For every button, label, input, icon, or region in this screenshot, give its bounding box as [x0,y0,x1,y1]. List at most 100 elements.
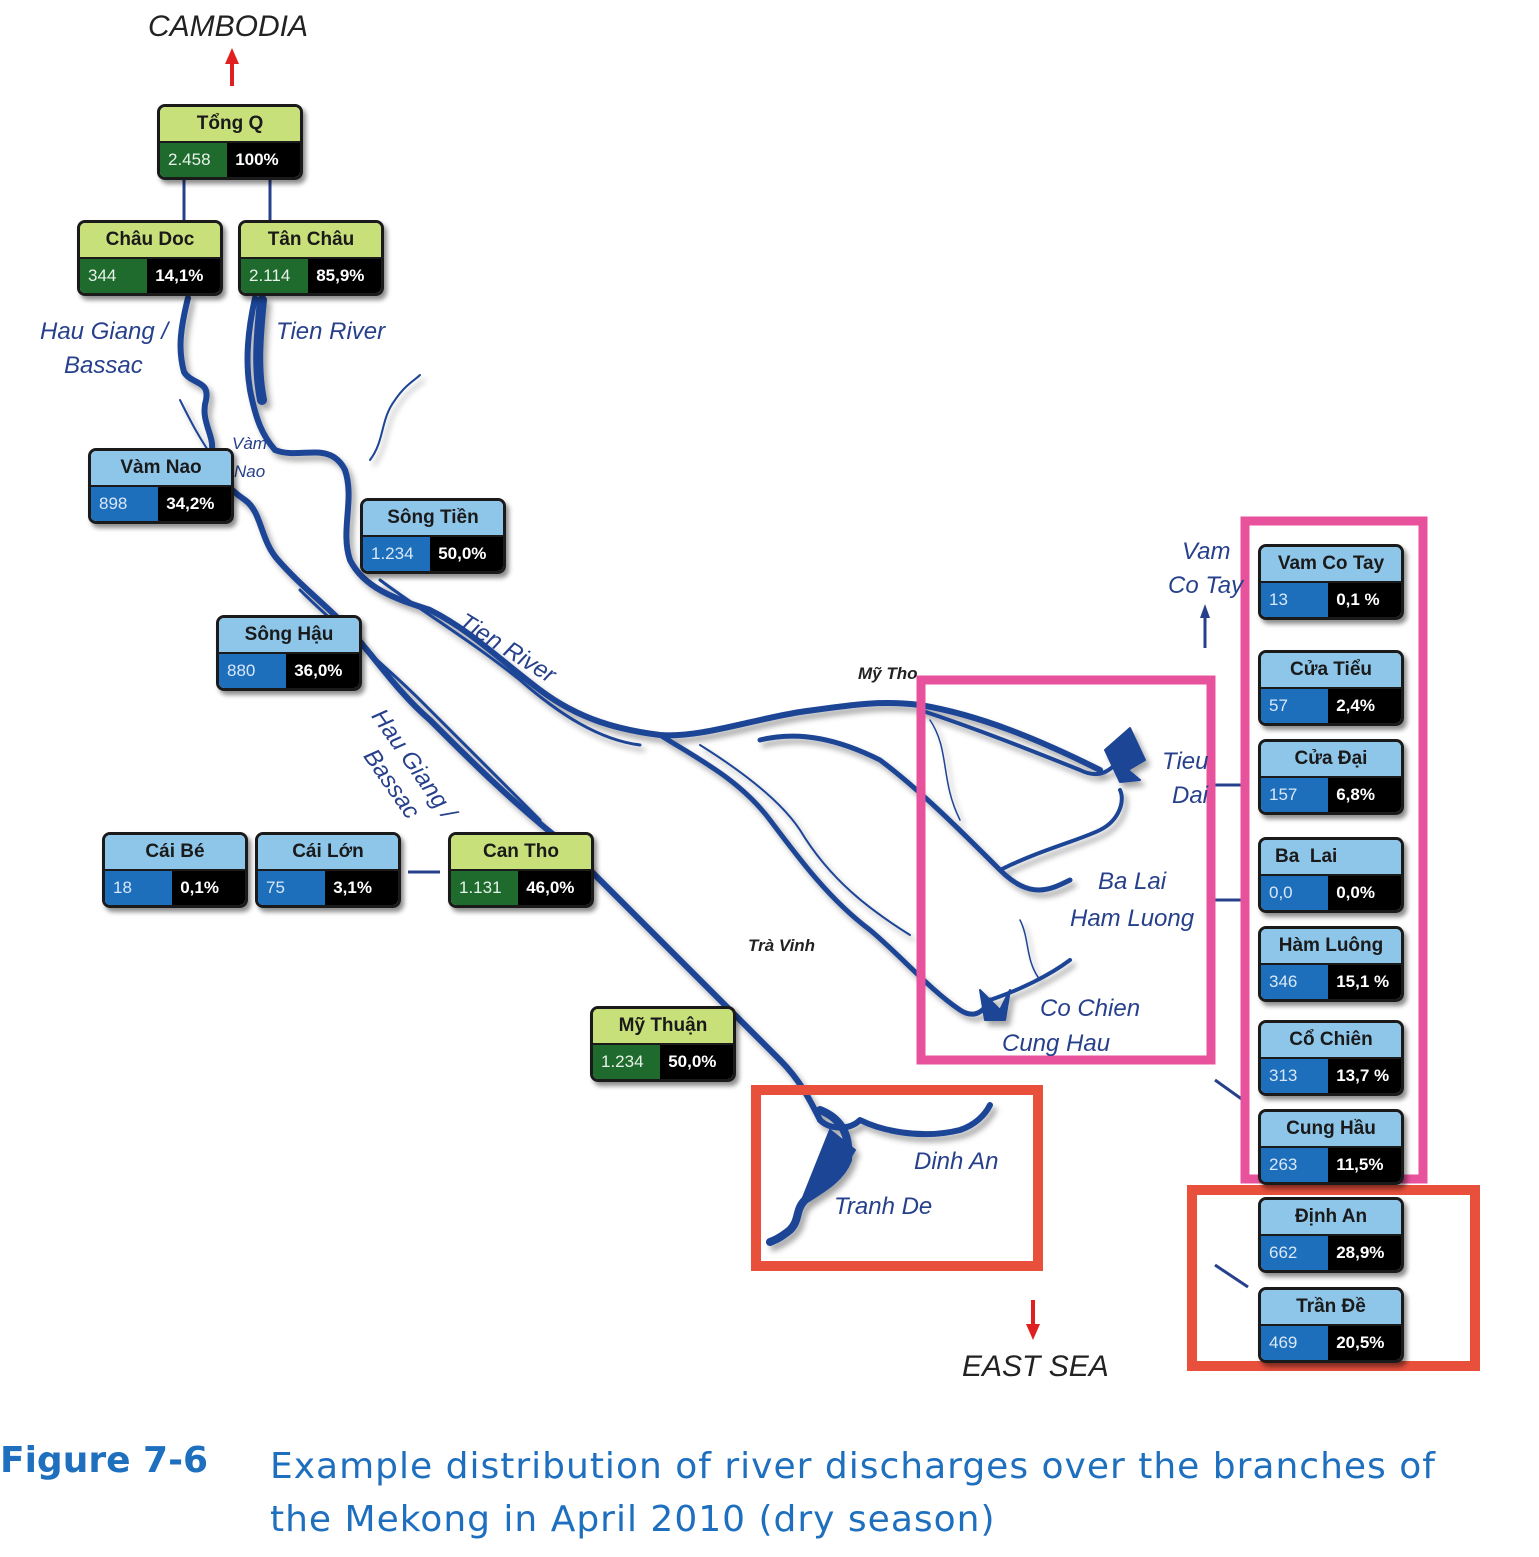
station-discharge: 157 [1261,778,1329,812]
station-name: Trần Đề [1261,1290,1401,1326]
map-label-bassac: Bassac [64,352,143,379]
station-discharge: 1.234 [593,1045,661,1079]
river-network [177,295,1146,1246]
station-percent: 3,1% [325,871,398,905]
station-discharge: 880 [219,654,287,688]
station-discharge: 75 [258,871,326,905]
station-discharge: 313 [1261,1059,1329,1093]
connector-lines [182,180,1249,1289]
station-percent: 0,0% [1328,876,1401,910]
station-discharge: 469 [1261,1326,1329,1360]
station-name: Cổ Chiên [1261,1023,1401,1059]
station-name: Cung Hầu [1261,1112,1401,1148]
station-name: Sông Tiền [363,501,503,537]
figure-caption-text: Example distribution of river discharges… [270,1446,1436,1540]
station-name: Can Tho [451,835,591,871]
station-name: Cửa Đại [1261,742,1401,778]
highlight-box-hau-stations [1187,1185,1480,1371]
station-percent: 14,1% [147,259,220,293]
station-name: Hàm Luông [1261,929,1401,965]
station-percent: 0,1% [172,871,245,905]
station-percent: 34,2% [158,487,231,521]
map-label-co-tay: Co Tay [1168,572,1244,599]
station-name: Châu Doc [80,223,220,259]
highlight-box-tien-mouths [916,675,1216,1065]
station-name: Mỹ Thuận [593,1009,733,1045]
station-name: Vàm Nao [91,451,231,487]
station-discharge: 1.234 [363,537,431,571]
map-label-ba-lai: Ba Lai [1098,868,1167,895]
station-percent: 11,5% [1328,1148,1401,1182]
station-percent: 46,0% [518,871,591,905]
south-arrow-icon [1026,1300,1040,1340]
station-discharge: 344 [80,259,148,293]
map-label-vam: Vàm [232,434,267,453]
map-label-nao: Nao [234,462,266,481]
station-discharge: 2.114 [241,259,309,293]
map-label-ham-luong: Ham Luong [1070,905,1195,932]
map-label-tra-vinh: Trà Vinh [748,936,816,955]
station-percent: 36,0% [286,654,359,688]
station-percent: 0,1 % [1328,583,1401,617]
station-discharge: 0,0 [1261,876,1329,910]
station-name: Định An [1261,1200,1401,1236]
station-percent: 50,0% [660,1045,733,1079]
east-sea-label: EAST SEA [962,1350,1109,1383]
station-percent: 2,4% [1328,689,1401,723]
station-name: Tổng Q [160,107,300,143]
station-percent: 100% [227,143,300,177]
station-discharge: 1.131 [451,871,519,905]
station-discharge: 57 [1261,689,1329,723]
station-name: Tân Châu [241,223,381,259]
map-label-co-chien: Co Chien [1040,995,1141,1022]
station-name: Cái Bé [105,835,245,871]
station-discharge: 2.458 [160,143,228,177]
station-name: Cái Lớn [258,835,398,871]
station-name: Vam Co Tay [1261,547,1401,583]
cambodia-label: CAMBODIA [148,10,309,43]
map-label-vam: Vam [1182,538,1231,565]
figure-number: Figure 7-6 [0,1440,209,1481]
map-label-dinh-an: Dinh An [914,1148,999,1175]
station-discharge: 18 [105,871,173,905]
map-label-cung-hau: Cung Hau [1002,1030,1111,1057]
map-label-dai: Dai [1172,782,1209,809]
vam-co-tay-arrow-icon [1200,604,1210,618]
station-percent: 50,0% [430,537,503,571]
map-label-tien-river: Tien River [276,318,386,345]
station-percent: 13,7 % [1328,1059,1401,1093]
station-percent: 6,8% [1328,778,1401,812]
map-label-my-tho: Mỹ Tho [858,664,918,683]
station-name: Ba Lai [1261,840,1401,876]
station-percent: 28,9% [1328,1236,1401,1270]
station-name: Sông Hậu [219,618,359,654]
north-arrow-icon [225,48,239,86]
station-discharge: 263 [1261,1148,1329,1182]
station-percent: 15,1 % [1328,965,1401,999]
station-discharge: 13 [1261,583,1329,617]
map-label-tieu: Tieu [1162,748,1209,775]
station-discharge: 898 [91,487,159,521]
map-label-hau-giang: Hau Giang / [40,318,169,345]
station-discharge: 346 [1261,965,1329,999]
station-percent: 85,9% [308,259,381,293]
